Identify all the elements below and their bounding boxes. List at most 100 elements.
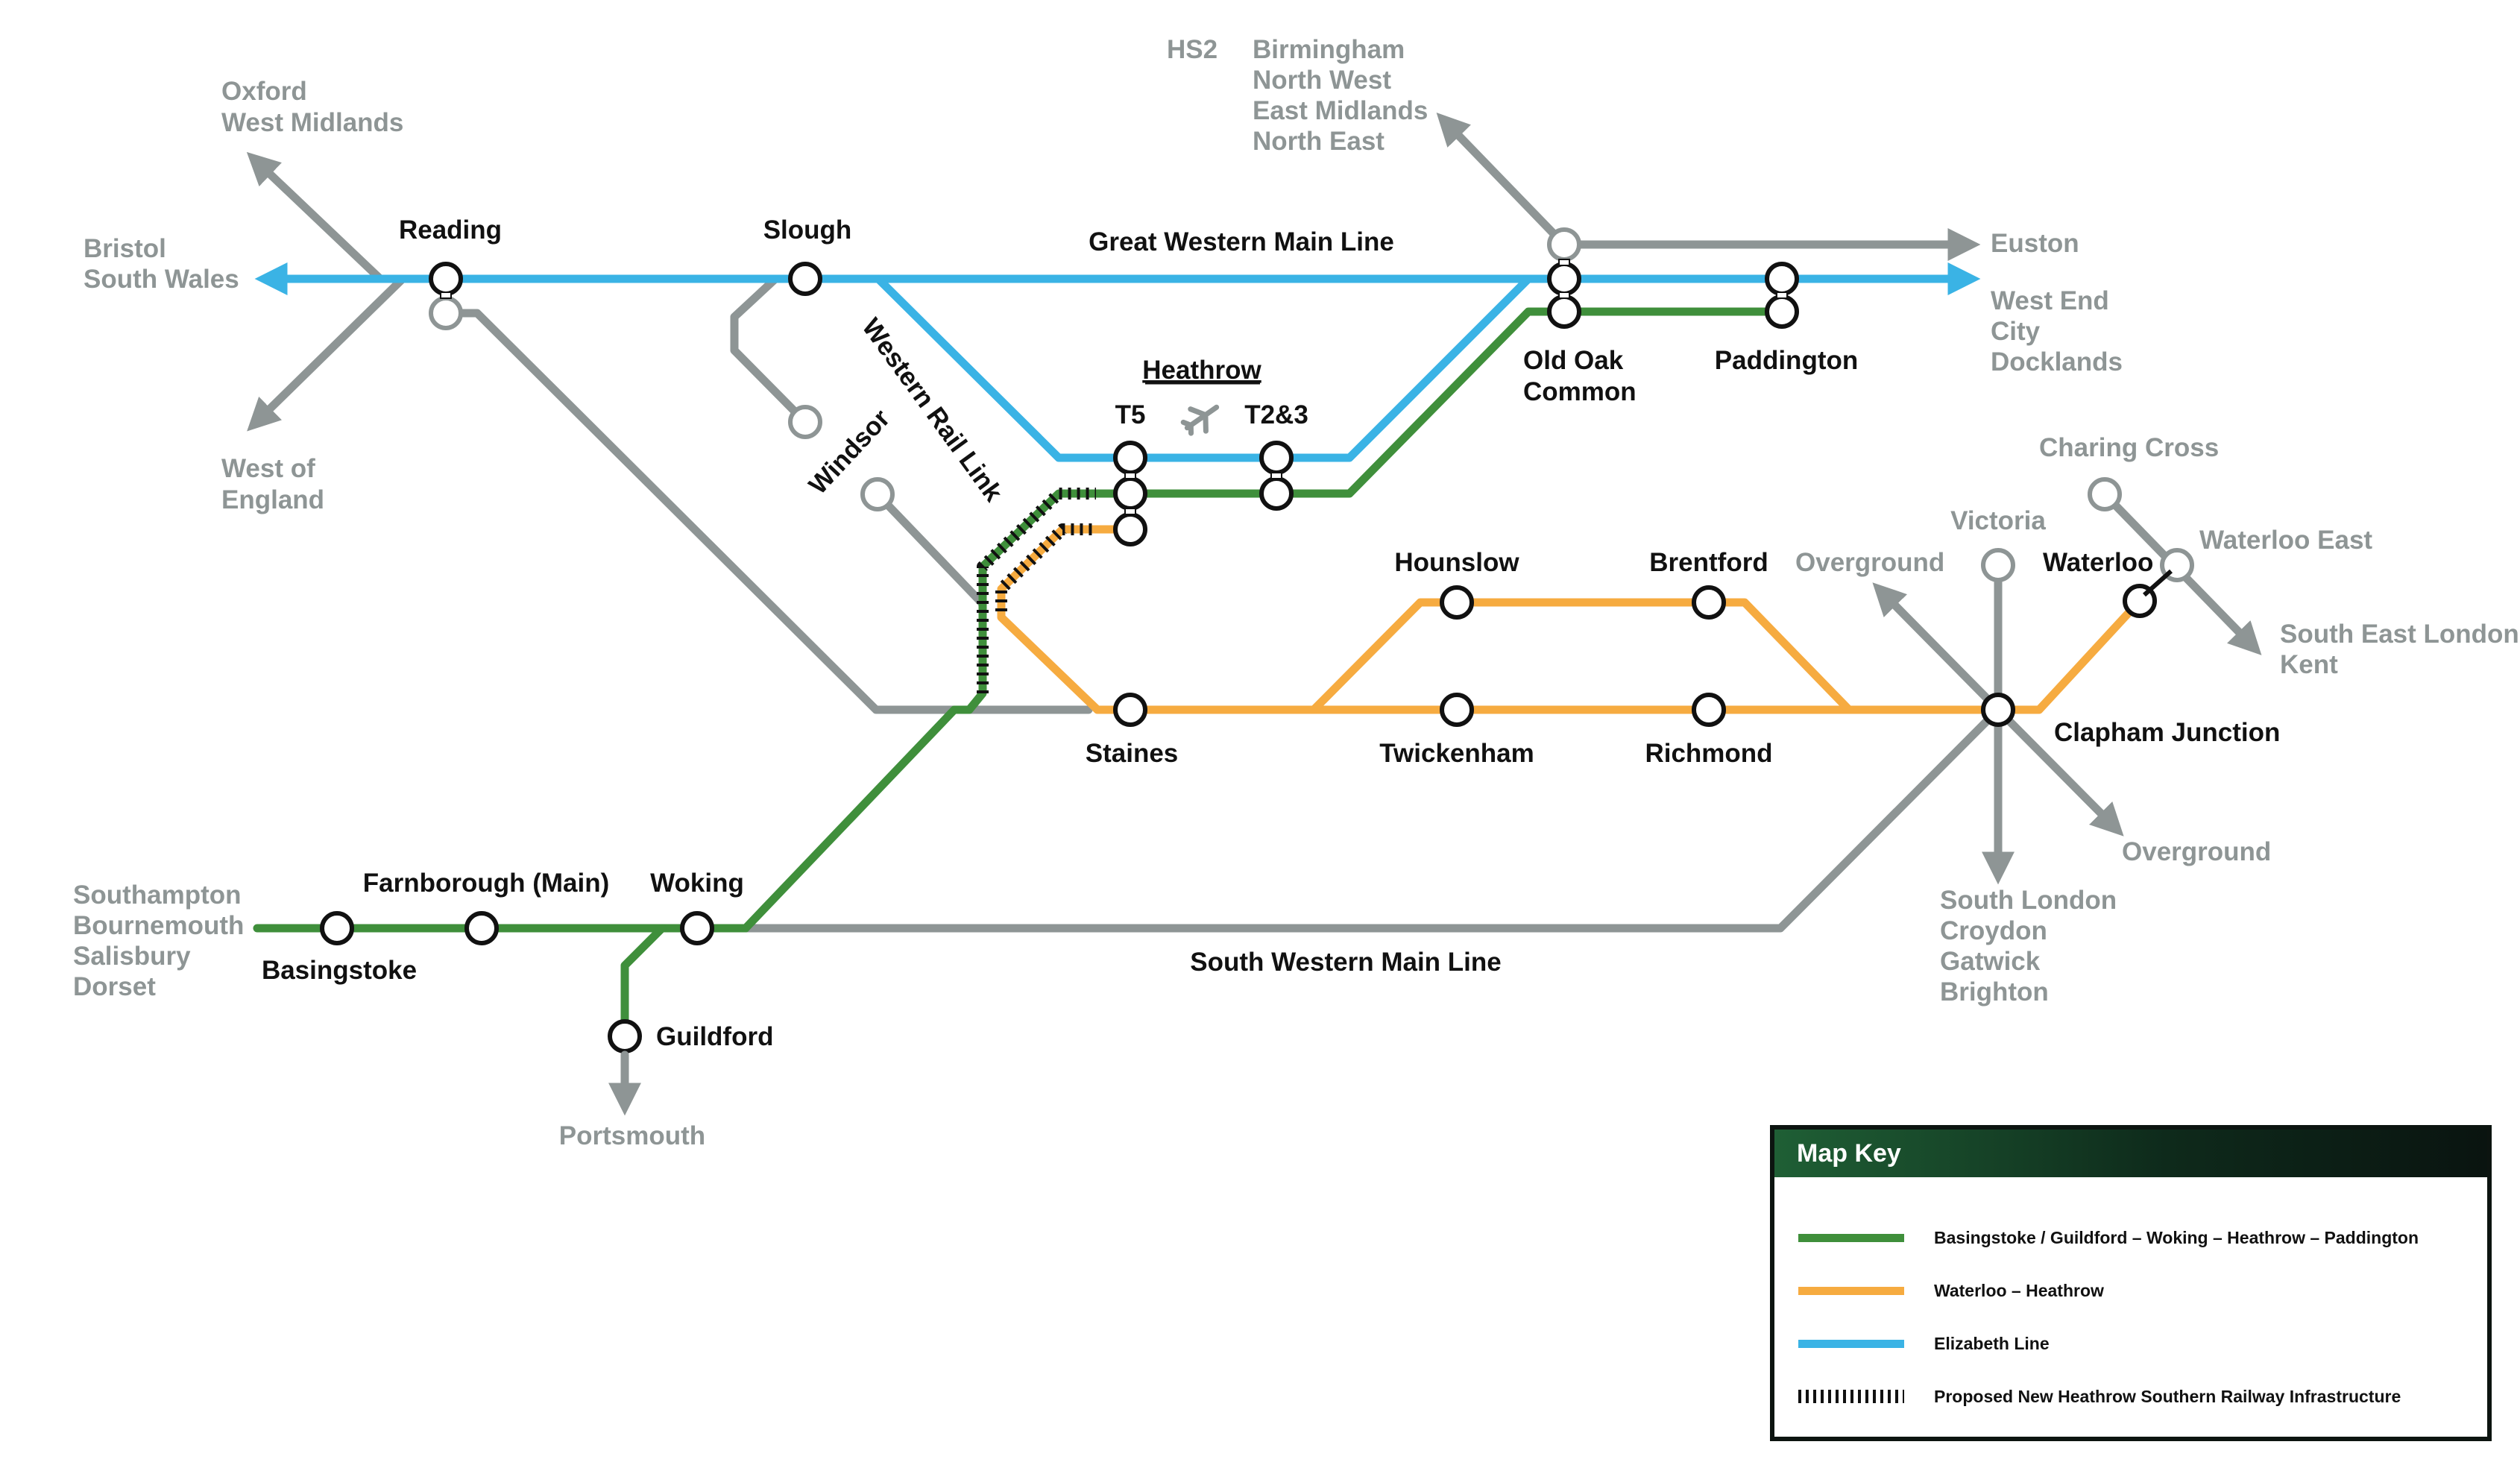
station-paddington-green[interactable] xyxy=(1765,294,1799,329)
label-farnborough: Farnborough (Main) xyxy=(363,869,610,898)
station-twickenham[interactable] xyxy=(1440,693,1474,727)
key-item-proposed: Proposed New Heathrow Southern Railway I… xyxy=(1798,1382,2401,1411)
station-t5-blue[interactable] xyxy=(1113,441,1147,475)
label-south-london-1: South London xyxy=(1940,886,2117,915)
station-old-oak-green[interactable] xyxy=(1547,294,1581,329)
line-to-overground-north xyxy=(1872,582,2003,714)
station-slough[interactable] xyxy=(788,262,822,296)
station-basingstoke[interactable] xyxy=(320,911,354,945)
label-west-end-2: City xyxy=(1991,317,2041,346)
label-southampton-1: Southampton xyxy=(73,881,242,910)
label-oxford-2: West Midlands xyxy=(221,108,403,137)
plane-icon xyxy=(1180,404,1220,436)
key-swatch-blue xyxy=(1798,1339,1904,1348)
key-label: Proposed New Heathrow Southern Railway I… xyxy=(1934,1386,2401,1406)
label-slough: Slough xyxy=(763,215,852,245)
label-overground-2: Overground xyxy=(2122,837,2271,866)
label-basingstoke: Basingstoke xyxy=(262,956,417,985)
blue-heathrow-branch xyxy=(874,274,1533,462)
label-south-western: South Western Main Line xyxy=(1190,948,1501,977)
station-windsor-slough[interactable] xyxy=(788,405,822,439)
label-hs2-dest-4: North East xyxy=(1253,127,1385,156)
key-label: Elizabeth Line xyxy=(1934,1333,2050,1353)
orange-t5-staines xyxy=(997,525,1135,714)
label-staines: Staines xyxy=(1086,739,1179,768)
proposed-infrastructure xyxy=(977,488,1096,693)
label-hs2-dest-2: North West xyxy=(1253,66,1391,95)
label-west-england-2: England xyxy=(221,485,324,514)
green-heathrow-paddington xyxy=(1126,307,1786,498)
blue-line xyxy=(254,262,1981,462)
station-clapham-junction[interactable] xyxy=(1981,693,2015,727)
station-paddington-blue[interactable] xyxy=(1765,262,1799,296)
label-southampton-4: Dorset xyxy=(73,972,156,1001)
label-portsmouth: Portsmouth xyxy=(559,1121,705,1150)
label-hs2-dest-3: East Midlands xyxy=(1253,96,1428,125)
label-t5: T5 xyxy=(1115,400,1146,429)
key-item-green: Basingstoke / Guildford – Woking – Heath… xyxy=(1798,1223,2419,1253)
label-bristol-2: South Wales xyxy=(84,265,239,294)
label-oxford-1: Oxford xyxy=(221,77,307,106)
label-southampton-2: Bournemouth xyxy=(73,911,244,940)
station-guildford[interactable] xyxy=(608,1019,642,1053)
label-hs2: HS2 xyxy=(1167,35,1218,64)
line-to-west-england xyxy=(247,274,407,432)
station-t5-green[interactable] xyxy=(1113,476,1147,511)
key-item-blue: Elizabeth Line xyxy=(1798,1329,2050,1358)
green-guildford-branch xyxy=(620,924,667,1041)
station-charing-cross[interactable] xyxy=(2088,477,2122,511)
map-key: Map Key Basingstoke / Guildford – Woking… xyxy=(1770,1125,2492,1441)
line-slough-windsor xyxy=(730,274,810,426)
station-farnborough[interactable] xyxy=(464,911,499,945)
label-t23: T2&3 xyxy=(1244,400,1308,429)
line-windsor-staines xyxy=(873,490,987,608)
station-old-oak-blue[interactable] xyxy=(1547,262,1581,296)
label-southampton-3: Salisbury xyxy=(73,942,191,971)
key-swatch-green xyxy=(1798,1233,1904,1242)
label-brentford: Brentford xyxy=(1649,548,1768,577)
label-overground-1: Overground xyxy=(1795,548,1944,577)
label-south-london-4: Brighton xyxy=(1940,977,2049,1007)
station-old-oak-grey[interactable] xyxy=(1547,227,1581,262)
station-victoria[interactable] xyxy=(1981,548,2015,582)
proposed-hatch-green xyxy=(977,488,1096,693)
orange-line xyxy=(997,525,2143,714)
line-reading-staines xyxy=(443,309,1093,714)
station-brentford[interactable] xyxy=(1692,585,1726,620)
label-paddington: Paddington xyxy=(1715,346,1858,375)
label-west-end-3: Docklands xyxy=(1991,347,2123,377)
line-south-western-main xyxy=(734,705,2003,933)
station-t5-orange[interactable] xyxy=(1113,512,1147,546)
station-richmond[interactable] xyxy=(1692,693,1726,727)
label-clapham-junction: Clapham Junction xyxy=(2054,718,2280,747)
key-label: Waterloo – Heathrow xyxy=(1934,1280,2104,1300)
key-label: Basingstoke / Guildford – Woking – Heath… xyxy=(1934,1227,2419,1247)
station-t23-green[interactable] xyxy=(1259,476,1294,511)
label-guildford: Guildford xyxy=(656,1022,773,1051)
orange-clapham-waterloo xyxy=(1994,598,2143,714)
label-charing-cross: Charing Cross xyxy=(2039,433,2219,462)
line-to-oxford xyxy=(246,151,385,283)
station-woking[interactable] xyxy=(680,911,714,945)
line-to-overground-south xyxy=(1994,705,2124,837)
label-south-london-3: Gatwick xyxy=(1940,947,2041,976)
station-reading[interactable] xyxy=(429,262,463,296)
station-hounslow[interactable] xyxy=(1440,585,1474,620)
label-great-western: Great Western Main Line xyxy=(1089,227,1394,256)
station-windsor[interactable] xyxy=(860,477,895,511)
key-swatch-dashed xyxy=(1798,1390,1904,1403)
orange-hounslow-loop xyxy=(1309,598,1853,714)
map-key-title: Map Key xyxy=(1774,1130,2487,1177)
label-reading: Reading xyxy=(399,215,502,245)
label-woking: Woking xyxy=(650,869,744,898)
label-waterloo-east: Waterloo East xyxy=(2199,526,2372,555)
key-swatch-orange xyxy=(1798,1286,1904,1295)
label-bristol-1: Bristol xyxy=(84,234,166,263)
station-reading-grey[interactable] xyxy=(429,296,463,330)
station-staines[interactable] xyxy=(1113,693,1147,727)
proposed-hatch-orange xyxy=(995,523,1096,611)
label-waterloo: Waterloo xyxy=(2043,548,2153,577)
station-t23-blue[interactable] xyxy=(1259,441,1294,475)
label-heathrow: Heathrow xyxy=(1142,356,1261,385)
